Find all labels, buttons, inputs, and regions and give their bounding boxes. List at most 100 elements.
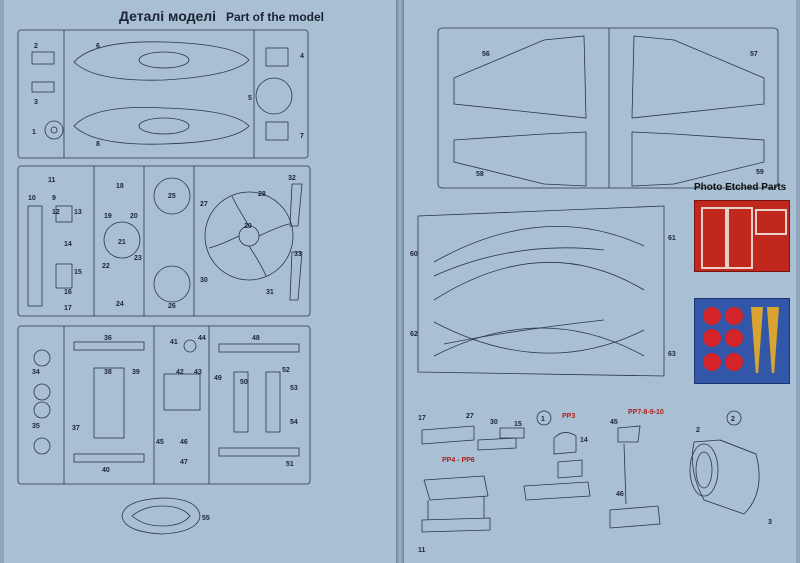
sprues-drawing: 1 2 3 4 5 6 7 8 11 10 9 12 13 — [17, 29, 311, 535]
fuselage-half-lower — [73, 107, 250, 145]
part-num-18: 18 — [116, 183, 124, 190]
instruction-step-2 — [689, 410, 760, 515]
part-num-54: 54 — [290, 419, 298, 426]
part-num-5: 5 — [248, 95, 252, 102]
part-num-30: 30 — [200, 277, 208, 284]
hinomaru-decal-3 — [703, 329, 721, 347]
step2-part-2: 2 — [696, 427, 700, 434]
pe-label-pp4-pp6: PP4 - PP6 — [442, 457, 475, 464]
part-num-23: 23 — [134, 255, 142, 262]
part-num-20: 20 — [130, 213, 138, 220]
frame-sprue — [417, 205, 665, 377]
part-num-4: 4 — [300, 53, 304, 60]
part-num-62: 62 — [410, 331, 418, 338]
part-num-43: 43 — [194, 369, 202, 376]
part-num-56: 56 — [482, 51, 490, 58]
hinomaru-decal-1 — [703, 307, 721, 325]
pe-ladder-part — [701, 207, 727, 269]
part-num-61: 61 — [668, 235, 676, 242]
sprue-a — [17, 29, 309, 159]
part-num-27: 27 — [200, 201, 208, 208]
part-num-63: 63 — [668, 351, 676, 358]
hinomaru-decal-4 — [725, 329, 743, 347]
part-num-6: 6 — [96, 43, 100, 50]
tail-stripe-decal-1 — [751, 307, 763, 373]
part-num-21: 21 — [118, 239, 126, 246]
photo-etched-title: Photo Etched Parts — [694, 182, 787, 193]
part-num-53: 53 — [290, 385, 298, 392]
part-num-55: 55 — [202, 515, 210, 522]
part-num-59: 59 — [756, 169, 764, 176]
step1-part-15: 15 — [514, 421, 522, 428]
title-ukrainian: Деталі моделі — [119, 8, 217, 24]
title-english: Part of the model — [226, 10, 325, 24]
step2-part-3: 3 — [768, 519, 772, 526]
right-page: 56 57 58 59 60 61 62 63 — [404, 0, 796, 563]
hinomaru-decal-5 — [703, 353, 721, 371]
pe-ladder-part-2 — [727, 207, 753, 269]
part-num-37: 37 — [72, 425, 80, 432]
part-num-57: 57 — [750, 51, 758, 58]
part-num-25: 25 — [168, 193, 176, 200]
part-num-19: 19 — [104, 213, 112, 220]
part-num-11: 11 — [48, 177, 56, 184]
part-num-47: 47 — [180, 459, 188, 466]
part-num-32: 32 — [288, 175, 296, 182]
sprue-b — [17, 165, 311, 317]
photo-etched-fret — [694, 200, 790, 272]
part-num-15: 15 — [74, 269, 82, 276]
part-num-38: 38 — [104, 369, 112, 376]
part-num-26: 26 — [168, 303, 176, 310]
part-num-1: 1 — [32, 129, 36, 136]
step1-part-46: 46 — [616, 491, 624, 498]
part-num-14: 14 — [64, 241, 72, 248]
part-num-51: 51 — [286, 461, 294, 468]
instruction-step-1 — [421, 410, 661, 533]
tail-stripe-decal-2 — [767, 307, 779, 373]
step1-part-45: 45 — [610, 419, 618, 426]
part-num-9: 9 — [52, 195, 56, 202]
part-num-58: 58 — [476, 171, 484, 178]
part-num-17: 17 — [64, 305, 72, 312]
part-num-3: 3 — [34, 99, 38, 106]
part-num-13: 13 — [74, 209, 82, 216]
part-num-16: 16 — [64, 289, 72, 296]
hinomaru-decal-2 — [725, 307, 743, 325]
pe-label-pp7-10: PP7-8-9-10 — [628, 409, 664, 416]
decal-sheet — [694, 298, 790, 384]
part-num-46: 46 — [180, 439, 188, 446]
step1-part-27: 27 — [466, 413, 474, 420]
part-num-39: 39 — [132, 369, 140, 376]
part-num-36: 36 — [104, 335, 112, 342]
part-num-34: 34 — [32, 369, 40, 376]
step1-part-14: 14 — [580, 437, 588, 444]
part-num-10: 10 — [28, 195, 36, 202]
step-2-number: 2 — [731, 416, 735, 423]
part-num-60: 60 — [410, 251, 418, 258]
part-num-12: 12 — [52, 209, 60, 216]
step1-part-17: 17 — [418, 415, 426, 422]
fuselage-half-upper — [73, 41, 250, 81]
part-num-24: 24 — [116, 301, 124, 308]
part-num-33: 33 — [294, 251, 302, 258]
part-num-8: 8 — [96, 141, 100, 148]
part-num-44: 44 — [198, 335, 206, 342]
step-1-number: 1 — [541, 416, 545, 423]
hinomaru-decal-6 — [725, 353, 743, 371]
part-num-31: 31 — [266, 289, 274, 296]
part-num-22: 22 — [102, 263, 110, 270]
part-num-28: 28 — [258, 191, 266, 198]
step1-part-11: 11 — [418, 547, 426, 554]
part-num-42: 42 — [176, 369, 184, 376]
page-fold — [396, 0, 404, 563]
part-num-40: 40 — [102, 467, 110, 474]
pe-label-pp3: PP3 — [562, 413, 575, 420]
pe-frame-part — [755, 209, 787, 235]
part-num-45: 45 — [156, 439, 164, 446]
parts-drawing: 56 57 58 59 60 61 62 63 — [410, 27, 779, 554]
part-num-35: 35 — [32, 423, 40, 430]
part-num-50: 50 — [240, 379, 248, 386]
step1-part-30: 30 — [490, 419, 498, 426]
part-num-29: 29 — [244, 223, 252, 230]
part-num-7: 7 — [300, 133, 304, 140]
